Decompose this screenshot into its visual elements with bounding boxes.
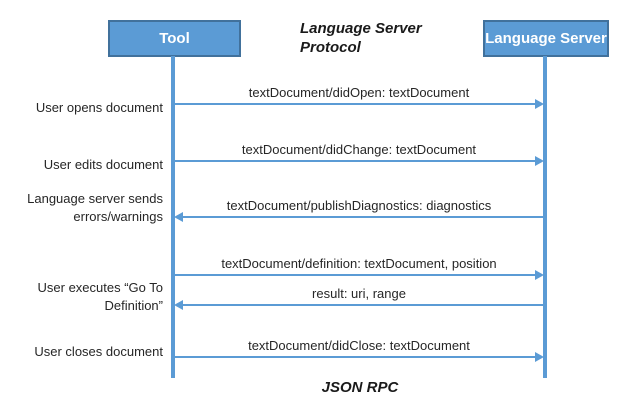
- json-rpc-label: JSON RPC: [321, 379, 399, 396]
- message-result-label: result: uri, range: [312, 286, 406, 301]
- tool-lifeline: [171, 56, 175, 378]
- arrow-left-icon: [174, 300, 543, 310]
- arrow-left-icon: [174, 212, 543, 222]
- side-label-errors-warnings: Language server sends errors/warnings: [27, 191, 163, 224]
- arrow-right-icon: [175, 270, 544, 280]
- side-label-edits-document: User edits document: [43, 157, 163, 172]
- message-publishdiagnostics: textDocument/publishDiagnostics: diagnos…: [174, 197, 543, 222]
- arrow-right-icon: [175, 352, 544, 362]
- diagram-title: Language Server Protocol: [300, 20, 422, 56]
- message-didclose: textDocument/didClose: textDocument: [175, 337, 544, 362]
- message-definition-label: textDocument/definition: textDocument, p…: [221, 256, 497, 271]
- message-result: result: uri, range: [174, 285, 543, 310]
- message-didopen: textDocument/didOpen: textDocument: [175, 84, 544, 109]
- server-lifeline: [543, 56, 547, 378]
- actor-language-server: Language Server: [483, 20, 609, 57]
- message-didclose-label: textDocument/didClose: textDocument: [248, 338, 470, 353]
- actor-tool: Tool: [108, 20, 241, 57]
- message-didopen-label: textDocument/didOpen: textDocument: [248, 85, 470, 100]
- side-label-opens-document: User opens document: [35, 100, 163, 115]
- message-didchange-label: textDocument/didChange: textDocument: [241, 142, 477, 157]
- arrow-right-icon: [175, 99, 544, 109]
- side-label-closes-document: User closes document: [34, 344, 163, 359]
- arrow-right-icon: [175, 156, 544, 166]
- message-didchange: textDocument/didChange: textDocument: [175, 141, 544, 166]
- message-publishdiagnostics-label: textDocument/publishDiagnostics: diagnos…: [226, 198, 492, 213]
- message-definition: textDocument/definition: textDocument, p…: [175, 255, 544, 280]
- side-label-go-to-definition: User executes “Go To Definition”: [37, 280, 163, 313]
